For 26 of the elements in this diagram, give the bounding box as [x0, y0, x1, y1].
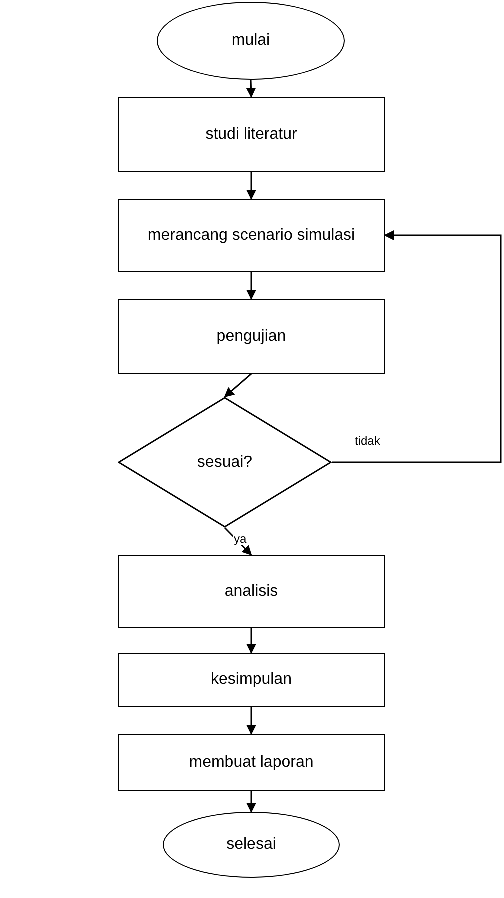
node-text: merancang scenario simulasi	[148, 226, 356, 246]
process-box	[118, 555, 385, 628]
process-box	[118, 199, 385, 272]
arrow	[332, 230, 502, 464]
process-box	[118, 734, 385, 791]
arrow	[246, 707, 256, 735]
arrow	[246, 172, 256, 200]
node-text: selesai	[226, 835, 276, 855]
arrow	[246, 272, 256, 300]
node-text: kesimpulan	[211, 670, 292, 690]
node-text: membuat laporan	[189, 752, 314, 772]
node-text: analisis	[224, 582, 278, 602]
node-text: mulai	[232, 31, 270, 51]
process-box	[118, 653, 385, 707]
node-text: sesuai?	[197, 452, 253, 472]
edge-label: ya	[233, 533, 248, 545]
process-box	[118, 97, 385, 172]
arrow	[246, 628, 256, 654]
node-text: pengujian	[216, 326, 286, 346]
arrow	[246, 791, 256, 813]
arrow	[224, 373, 252, 398]
node-text: studi literatur	[206, 124, 298, 144]
process-box	[118, 299, 385, 374]
edge-label: tidak	[354, 434, 382, 446]
decision-diamond	[118, 397, 332, 528]
arrow	[246, 80, 256, 98]
